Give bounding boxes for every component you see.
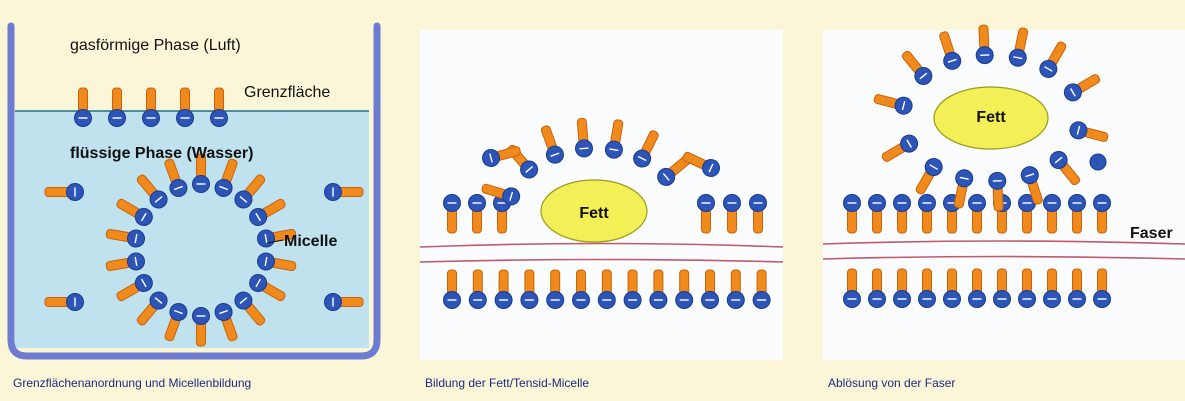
surfactant-head (1090, 154, 1106, 170)
fat-label: Fett (976, 109, 1006, 126)
micelle-label: Micelle (284, 233, 337, 250)
caption-1: Grenzflächenanordnung und Micellenbildun… (13, 376, 251, 390)
caption-3: Ablösung von der Faser (828, 376, 955, 390)
gas-phase-label: gasförmige Phase (Luft) (70, 37, 241, 54)
caption-2: Bildung der Fett/Tensid-Micelle (425, 376, 589, 390)
surfactant-molecule (75, 88, 92, 127)
fat-label: Fett (579, 205, 609, 222)
fiber-label: Faser (1130, 225, 1173, 242)
liquid-phase-label: flüssige Phase (Wasser) (70, 145, 253, 162)
surfactant-molecule (177, 88, 194, 127)
surfactant-molecule (109, 88, 126, 127)
surfactant-molecule (143, 88, 160, 127)
surfactant-molecule (211, 88, 228, 127)
interface-label: Grenzfläche (244, 84, 330, 101)
